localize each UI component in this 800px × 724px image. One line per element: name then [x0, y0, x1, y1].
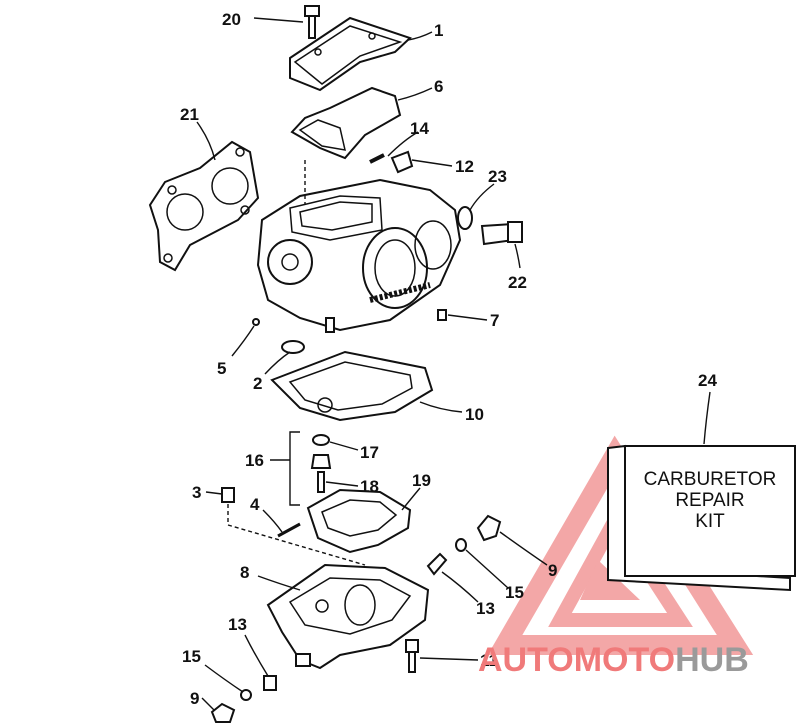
kit-line-2: REPAIR: [675, 490, 744, 511]
part-5-ball: [252, 318, 260, 326]
leader-lines: [196, 17, 711, 711]
watermark-moto: MOTO: [574, 641, 675, 679]
part-number-labels: 20 1 6 14 12 21 23 22 7 5 2 10 17 16 18 …: [180, 10, 717, 708]
part-4-pin: [277, 522, 301, 538]
part-15-washer-left: [240, 689, 252, 701]
label-19: 19: [412, 471, 431, 490]
label-21: 21: [180, 105, 199, 124]
part-14-pin: [369, 153, 385, 164]
label-8: 8: [240, 563, 249, 582]
label-22: 22: [508, 273, 527, 292]
part-1-cover-plate: [289, 16, 412, 92]
part-3-plug: [221, 487, 235, 525]
label-11: 11: [480, 651, 498, 670]
label-15-left: 15: [182, 647, 201, 666]
kit-line-1: CARBURETOR: [644, 469, 777, 490]
part-10-gasket: [270, 350, 434, 422]
watermark-text: AUTOMOTOHUB: [478, 641, 749, 679]
part-24-kit-box: CARBURETOR REPAIR KIT: [607, 444, 796, 592]
watermark-auto: AUTO: [478, 641, 574, 679]
part-2-disc: [281, 340, 305, 354]
label-13-left: 13: [228, 615, 247, 634]
label-23: 23: [488, 167, 507, 186]
label-16: 16: [245, 451, 264, 470]
part-17-oring: [312, 434, 330, 446]
part-16-bracket: [289, 431, 300, 506]
part-9-screw-right: [476, 514, 502, 542]
part-7-screw: [437, 309, 447, 321]
part-15-washer-right: [455, 538, 467, 552]
label-6: 6: [434, 77, 443, 96]
label-17: 17: [360, 443, 379, 462]
part-16-seat: [310, 454, 332, 469]
part-19-float: [306, 488, 412, 554]
part-8-float-bowl: [227, 524, 430, 670]
kit-line-3: KIT: [695, 511, 725, 532]
label-13-right: 13: [476, 599, 495, 618]
label-5: 5: [217, 359, 226, 378]
part-20-screw: [304, 5, 320, 39]
label-9-left: 9: [190, 689, 199, 708]
label-2: 2: [253, 374, 262, 393]
label-12: 12: [455, 157, 474, 176]
watermark-hub: HUB: [675, 641, 749, 679]
part-23-washer: [457, 206, 473, 230]
carburetor-body: [256, 160, 462, 333]
label-10: 10: [465, 405, 484, 424]
part-13-jet-left: [263, 675, 277, 691]
label-14: 14: [410, 119, 429, 138]
part-21-mounting-gasket: [148, 140, 260, 272]
label-7: 7: [490, 311, 499, 330]
label-24: 24: [698, 371, 717, 390]
label-18: 18: [360, 477, 379, 496]
part-18-needle: [317, 471, 325, 493]
part-13-jet-right: [426, 552, 448, 576]
label-4: 4: [250, 495, 260, 514]
svg-text:AUTOMOTOHUB: AUTOMOTOHUB: [478, 641, 749, 679]
part-9-screw-left: [210, 702, 236, 723]
label-9-right: 9: [548, 561, 557, 580]
part-6-gasket: [290, 86, 402, 160]
label-15-right: 15: [505, 583, 524, 602]
label-3: 3: [192, 483, 201, 502]
label-1: 1: [434, 21, 443, 40]
part-12-jet: [390, 150, 414, 174]
label-20: 20: [222, 10, 241, 29]
part-11-screw: [405, 639, 419, 673]
part-22-screw: [480, 221, 523, 246]
